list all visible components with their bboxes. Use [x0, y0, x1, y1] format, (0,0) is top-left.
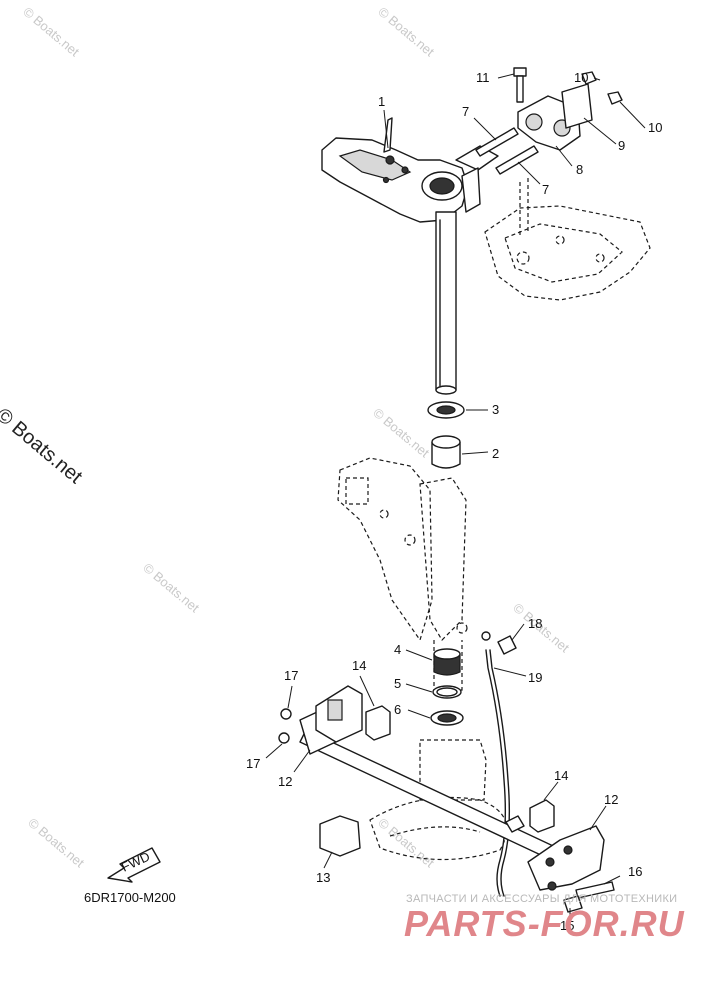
- mount-bracket-right: [527, 825, 605, 891]
- callout-17-upper: 17: [284, 668, 298, 683]
- callout-17-lower: 17: [246, 756, 260, 771]
- callout-14-left: 14: [352, 658, 366, 673]
- callout-9: 9: [618, 138, 625, 153]
- callout-19: 19: [528, 670, 542, 685]
- stud-bolts: [475, 127, 539, 175]
- callout-3: 3: [492, 402, 499, 417]
- callout-10-upper: 10: [574, 70, 588, 85]
- steering-shaft: [435, 211, 457, 395]
- o-ring: [432, 685, 462, 699]
- callout-6: 6: [394, 702, 401, 717]
- callout-11: 11: [476, 70, 490, 85]
- callout-13: 13: [316, 870, 330, 885]
- ghost-mount-plate: [484, 178, 651, 301]
- brand-logo: PARTS-FOR.RU: [404, 903, 685, 944]
- callout-numbers: 1 2 3 4 5 6 7 7 8 9 10 10 11 12 12 13 14…: [246, 70, 662, 933]
- ground-lug: [505, 815, 525, 833]
- mount-damper-right: [529, 799, 555, 833]
- steering-bracket: [321, 117, 499, 223]
- callout-15: 15: [560, 918, 574, 933]
- ground-bolt: [481, 631, 517, 655]
- callout-4: 4: [394, 642, 401, 657]
- callout-1: 1: [378, 94, 385, 109]
- diagram-code: 6DR1700-M200: [84, 890, 176, 905]
- callout-2: 2: [492, 446, 499, 461]
- bushing-upper: [427, 401, 465, 419]
- callout-14-right: 14: [554, 768, 568, 783]
- callout-7-lower: 7: [542, 182, 549, 197]
- callout-7-upper: 7: [462, 104, 469, 119]
- callout-12-left: 12: [278, 774, 292, 789]
- mount-bracket-left: [315, 685, 363, 743]
- callout-12-right: 12: [604, 792, 618, 807]
- callout-18: 18: [528, 616, 542, 631]
- mount-bolt: [513, 67, 527, 103]
- mount-nuts: [581, 71, 623, 105]
- oil-seal: [430, 710, 464, 726]
- upper-mount-rubber: [517, 83, 593, 151]
- bushing-sleeve: [431, 435, 461, 469]
- callout-10-right: 10: [648, 120, 662, 135]
- bolt-left: [278, 708, 292, 744]
- brand-tagline: ЗАПЧАСТИ И АКСЕССУАРЫ ДЛЯ МОТОТЕХНИКИ: [406, 893, 678, 905]
- callout-5: 5: [394, 676, 401, 691]
- ground-lead: [485, 649, 511, 897]
- mount-bolt-right: [563, 881, 615, 913]
- leader-lines: [265, 73, 646, 918]
- mount-damper-left: [365, 705, 391, 741]
- callout-16: 16: [628, 864, 642, 879]
- callout-8: 8: [576, 162, 583, 177]
- mount-damper-bottom: [319, 815, 361, 857]
- lower-bushing: [433, 648, 461, 676]
- fwd-arrow: FWD: [107, 847, 161, 883]
